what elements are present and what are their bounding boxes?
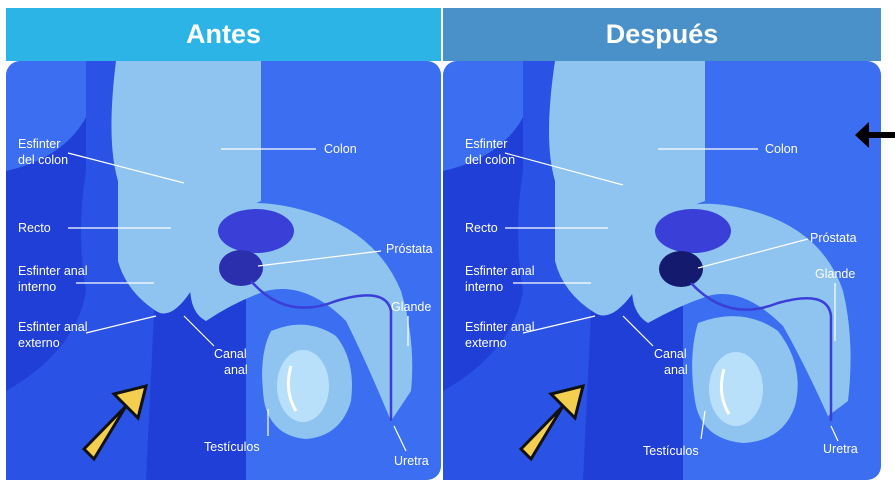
label-testiculos: Testículos xyxy=(643,444,699,458)
label-esfinter-interno-2: interno xyxy=(465,280,503,294)
panel-despues: Después Esfinter del colon xyxy=(443,8,881,480)
label-uretra: Uretra xyxy=(823,442,858,456)
panel-antes: Antes xyxy=(6,8,441,480)
label-recto: Recto xyxy=(465,221,498,235)
label-recto: Recto xyxy=(18,221,51,235)
label-esfinter-interno-1: Esfinter anal xyxy=(465,264,534,278)
label-canal-1: Canal xyxy=(214,347,247,361)
label-esfinter-externo-1: Esfinter anal xyxy=(465,320,534,334)
label-esfinter-colon-1: Esfinter xyxy=(18,137,60,151)
label-prostata: Próstata xyxy=(386,242,433,256)
prostate-shape xyxy=(218,209,294,253)
label-esfinter-colon-2: del colon xyxy=(465,153,515,167)
back-arrow-icon[interactable] xyxy=(853,118,895,152)
label-esfinter-interno-1: Esfinter anal xyxy=(18,264,87,278)
label-canal-1: Canal xyxy=(654,347,687,361)
label-esfinter-colon-1: Esfinter xyxy=(465,137,507,151)
label-glande: Glande xyxy=(391,300,431,314)
label-prostata: Próstata xyxy=(810,231,857,245)
label-colon: Colon xyxy=(324,142,357,156)
label-esfinter-externo-1: Esfinter anal xyxy=(18,320,87,334)
label-colon: Colon xyxy=(765,142,798,156)
label-esfinter-externo-2: externo xyxy=(18,336,60,350)
anatomy-diagram-antes: Esfinter del colon Colon Recto Próstata … xyxy=(6,61,441,480)
label-uretra: Uretra xyxy=(394,454,429,468)
panel-title-antes: Antes xyxy=(6,8,441,61)
label-esfinter-colon-2: del colon xyxy=(18,153,68,167)
label-testiculos: Testículos xyxy=(204,440,260,454)
testicle-shape xyxy=(277,350,329,422)
label-canal-2: anal xyxy=(664,363,688,377)
testicle-shape xyxy=(709,352,763,426)
label-canal-2: anal xyxy=(224,363,248,377)
label-esfinter-interno-2: interno xyxy=(18,280,56,294)
anatomy-diagram-despues: Esfinter del colon Colon Recto Próstata … xyxy=(443,61,881,480)
prostate-shape xyxy=(655,209,731,253)
label-glande: Glande xyxy=(815,267,855,281)
panel-title-despues: Después xyxy=(443,8,881,61)
label-esfinter-externo-2: externo xyxy=(465,336,507,350)
